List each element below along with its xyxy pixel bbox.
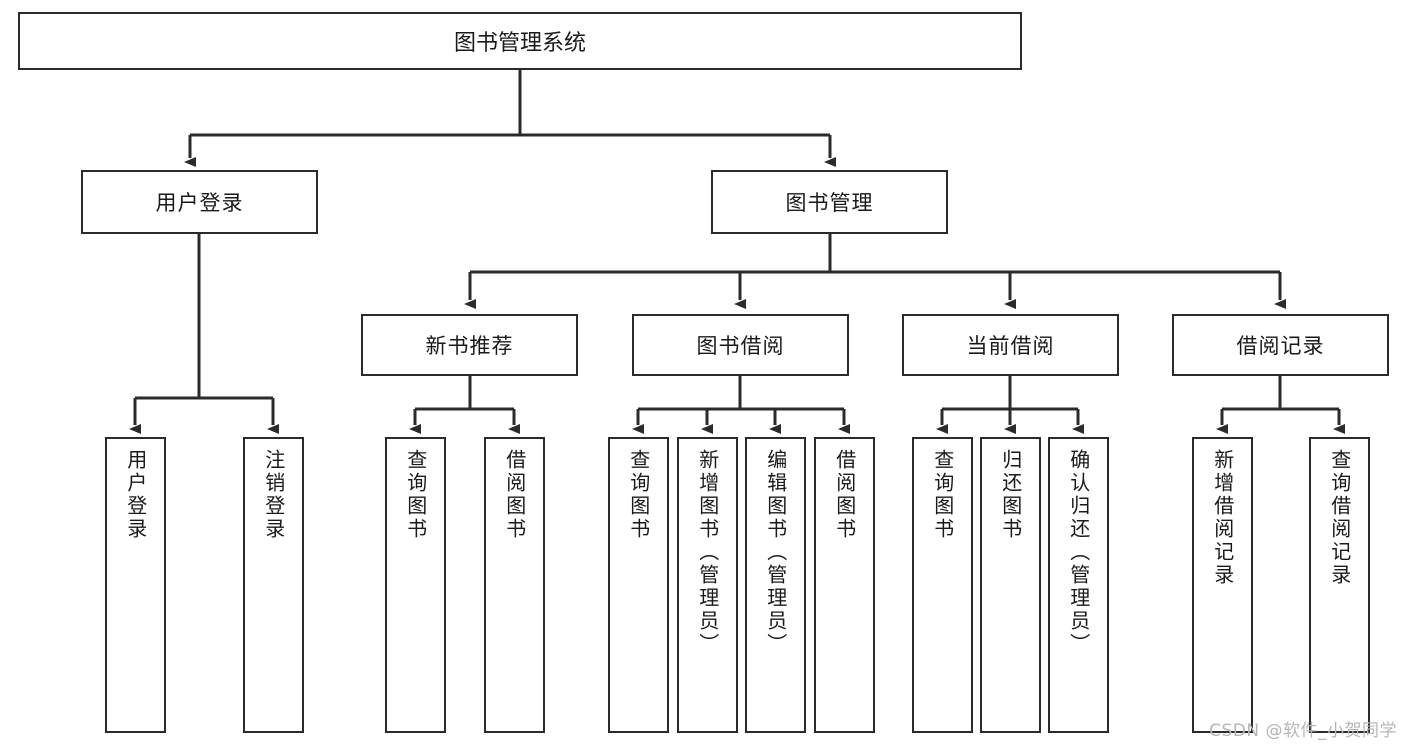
node-current-borrow[interactable]: 当前借阅 [902,314,1119,376]
leaf-add-borrow-record[interactable]: 新增借阅记录 [1192,437,1253,733]
node-label: 新增借阅记录 [1210,449,1235,587]
node-label: 注销登录 [261,449,286,541]
node-label: 确认归还（管理员） [1066,449,1091,656]
node-label: 查询图书 [626,449,651,541]
node-book-management[interactable]: 图书管理 [711,170,948,234]
node-label: 用户登录 [123,449,148,541]
leaf-borrow-book[interactable]: 借阅图书 [814,437,875,733]
leaf-edit-book-admin[interactable]: 编辑图书（管理员） [745,437,806,733]
watermark: CSDN @软件_小贺同学 [1209,721,1397,741]
node-label: 当前借阅 [966,334,1055,358]
leaf-user-login[interactable]: 用户登录 [105,437,166,733]
node-label: 借阅图书 [502,449,527,541]
node-label: 借阅记录 [1236,334,1325,358]
leaf-query-book-current[interactable]: 查询图书 [912,437,973,733]
leaf-add-book-admin[interactable]: 新增图书（管理员） [677,437,738,733]
node-label: 图书管理 [785,191,874,215]
leaf-logout[interactable]: 注销登录 [243,437,304,733]
node-label: 查询图书 [930,449,955,541]
node-root-book-management-system[interactable]: 图书管理系统 [18,12,1022,70]
leaf-borrow-book-recommend[interactable]: 借阅图书 [484,437,545,733]
node-label: 归还图书 [998,449,1023,541]
node-label: 借阅图书 [832,449,857,541]
node-label: 用户登录 [155,191,244,215]
leaf-query-book-borrow[interactable]: 查询图书 [608,437,669,733]
node-label: 图书借阅 [696,334,785,358]
node-label: 查询图书 [403,449,428,541]
node-label: 新增图书（管理员） [695,449,720,656]
leaf-confirm-return-admin[interactable]: 确认归还（管理员） [1048,437,1109,733]
node-label: 新书推荐 [425,334,514,358]
leaf-return-book[interactable]: 归还图书 [980,437,1041,733]
node-user-login[interactable]: 用户登录 [81,170,318,234]
leaf-query-borrow-record[interactable]: 查询借阅记录 [1309,437,1370,733]
node-borrow-record[interactable]: 借阅记录 [1172,314,1389,376]
node-new-book-recommend[interactable]: 新书推荐 [361,314,578,376]
node-book-borrow[interactable]: 图书借阅 [632,314,849,376]
node-label: 编辑图书（管理员） [763,449,788,656]
leaf-query-book-recommend[interactable]: 查询图书 [385,437,446,733]
node-label: 图书管理系统 [453,31,586,56]
node-label: 查询借阅记录 [1327,449,1352,587]
